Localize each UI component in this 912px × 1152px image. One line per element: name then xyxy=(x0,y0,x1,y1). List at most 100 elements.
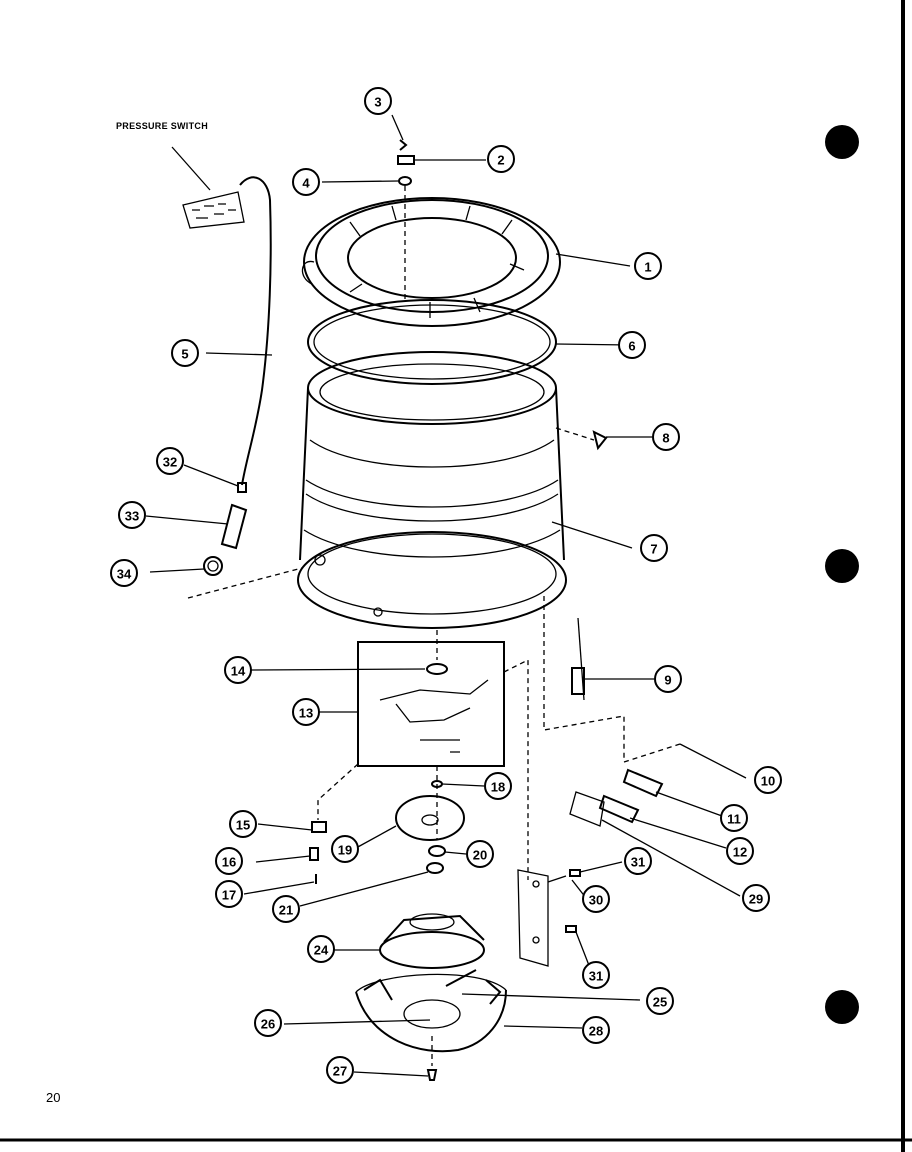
callout-circle xyxy=(156,447,184,475)
callout-circle xyxy=(720,804,748,832)
callout-number: 33 xyxy=(125,509,139,524)
callout-number: 10 xyxy=(761,774,775,789)
callout-circle xyxy=(618,331,646,359)
tub-clip xyxy=(555,427,652,451)
callout-number: 12 xyxy=(733,845,747,860)
callout-c33: 33 xyxy=(118,501,146,529)
callout-number: 19 xyxy=(338,843,352,858)
callout-c32: 32 xyxy=(156,447,184,475)
callout-c17: 17 xyxy=(215,880,243,908)
callout-c27: 27 xyxy=(326,1056,354,1084)
pulley-nut xyxy=(299,845,467,907)
callout-circle xyxy=(652,423,680,451)
callout-c34: 34 xyxy=(110,559,138,587)
callout-number: 26 xyxy=(261,1017,275,1032)
callout-number: 34 xyxy=(117,567,132,582)
callout-c15: 15 xyxy=(229,810,257,838)
pressure-switch xyxy=(171,146,245,229)
shaft-parts xyxy=(431,766,485,840)
callout-number: 29 xyxy=(749,892,763,907)
callout-circle xyxy=(364,87,392,115)
callout-circle xyxy=(171,339,199,367)
callout-c20: 20 xyxy=(466,840,494,868)
callout-number: 17 xyxy=(222,888,236,903)
mounting-plate xyxy=(517,861,623,969)
pressure-switch-label: PRESSURE SWITCH xyxy=(116,121,209,131)
callout-number: 5 xyxy=(181,347,188,362)
callout-circle xyxy=(487,145,515,173)
callout-number: 30 xyxy=(589,893,603,908)
callout-circle xyxy=(215,847,243,875)
callout-c25: 25 xyxy=(646,987,674,1015)
callout-circle xyxy=(634,252,662,280)
top-fasteners xyxy=(321,114,486,300)
callout-number: 31 xyxy=(589,969,603,984)
callout-c14: 14 xyxy=(224,656,252,684)
callout-number: 13 xyxy=(299,706,313,721)
drive-housing xyxy=(334,913,485,969)
callout-number: 18 xyxy=(491,780,505,795)
callout-circle xyxy=(742,884,770,912)
bracket-parts xyxy=(569,743,747,897)
callout-c26: 26 xyxy=(254,1009,282,1037)
callout-c3: 3 xyxy=(364,87,392,115)
callout-c16: 16 xyxy=(215,847,243,875)
callout-number: 16 xyxy=(222,855,236,870)
callout-circle xyxy=(646,987,674,1015)
drive-pulley xyxy=(355,795,465,849)
callout-circle xyxy=(484,772,512,800)
hose-to-tub-dash xyxy=(187,567,303,599)
callout-c1: 1 xyxy=(634,252,662,280)
callout-number: 32 xyxy=(163,455,177,470)
callout-c21: 21 xyxy=(272,895,300,923)
callout-c12: 12 xyxy=(726,837,754,865)
binder-hole-middle xyxy=(825,549,859,583)
callout-number: 20 xyxy=(473,848,487,863)
left-small-parts xyxy=(243,763,359,895)
callout-number: 24 xyxy=(314,943,329,958)
callout-c31b: 31 xyxy=(582,961,610,989)
callout-c4: 4 xyxy=(292,168,320,196)
callout-c10: 10 xyxy=(754,766,782,794)
binder-hole-bottom xyxy=(825,990,859,1024)
callout-circle xyxy=(215,880,243,908)
callout-number: 31 xyxy=(631,855,645,870)
callout-c2: 2 xyxy=(487,145,515,173)
callout-circle xyxy=(331,835,359,863)
tub-gasket xyxy=(307,299,631,385)
callout-circle xyxy=(326,1056,354,1084)
callout-number: 27 xyxy=(333,1064,347,1079)
page-number: 20 xyxy=(46,1090,61,1105)
callout-number: 2 xyxy=(497,153,504,168)
pressure-hose xyxy=(205,176,273,486)
callout-circle xyxy=(582,1016,610,1044)
outer-tub xyxy=(297,351,633,629)
callout-number: 3 xyxy=(374,95,381,110)
callout-c31a: 31 xyxy=(624,847,652,875)
callout-c24: 24 xyxy=(307,935,335,963)
callout-number: 28 xyxy=(589,1024,603,1039)
callout-number: 8 xyxy=(662,431,669,446)
callout-c8: 8 xyxy=(652,423,680,451)
callout-circle xyxy=(582,961,610,989)
callout-c18: 18 xyxy=(484,772,512,800)
callout-number: 21 xyxy=(279,903,293,918)
callout-number: 1 xyxy=(644,260,651,275)
callout-circle xyxy=(292,168,320,196)
callout-c11: 11 xyxy=(720,804,748,832)
callout-circle xyxy=(307,935,335,963)
callout-circle xyxy=(118,501,146,529)
callout-number: 15 xyxy=(236,818,250,833)
binder-hole-top xyxy=(825,125,859,159)
callout-circle xyxy=(272,895,300,923)
suspension-spring xyxy=(543,596,654,760)
callout-c13: 13 xyxy=(292,698,320,726)
callout-circle xyxy=(254,1009,282,1037)
base-screw xyxy=(353,1069,438,1081)
tub-cover-ring xyxy=(301,197,631,327)
callout-number: 7 xyxy=(650,542,657,557)
callout-circle xyxy=(726,837,754,865)
transmission-assembly xyxy=(249,630,529,880)
